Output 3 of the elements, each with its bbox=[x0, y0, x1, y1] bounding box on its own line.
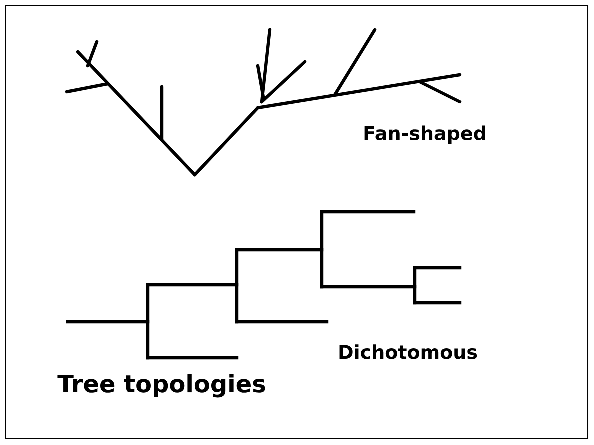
title: Tree topologies bbox=[58, 374, 266, 398]
tree-label: Dichotomous bbox=[340, 344, 478, 360]
tree-label: Fan-shaped bbox=[364, 126, 486, 144]
